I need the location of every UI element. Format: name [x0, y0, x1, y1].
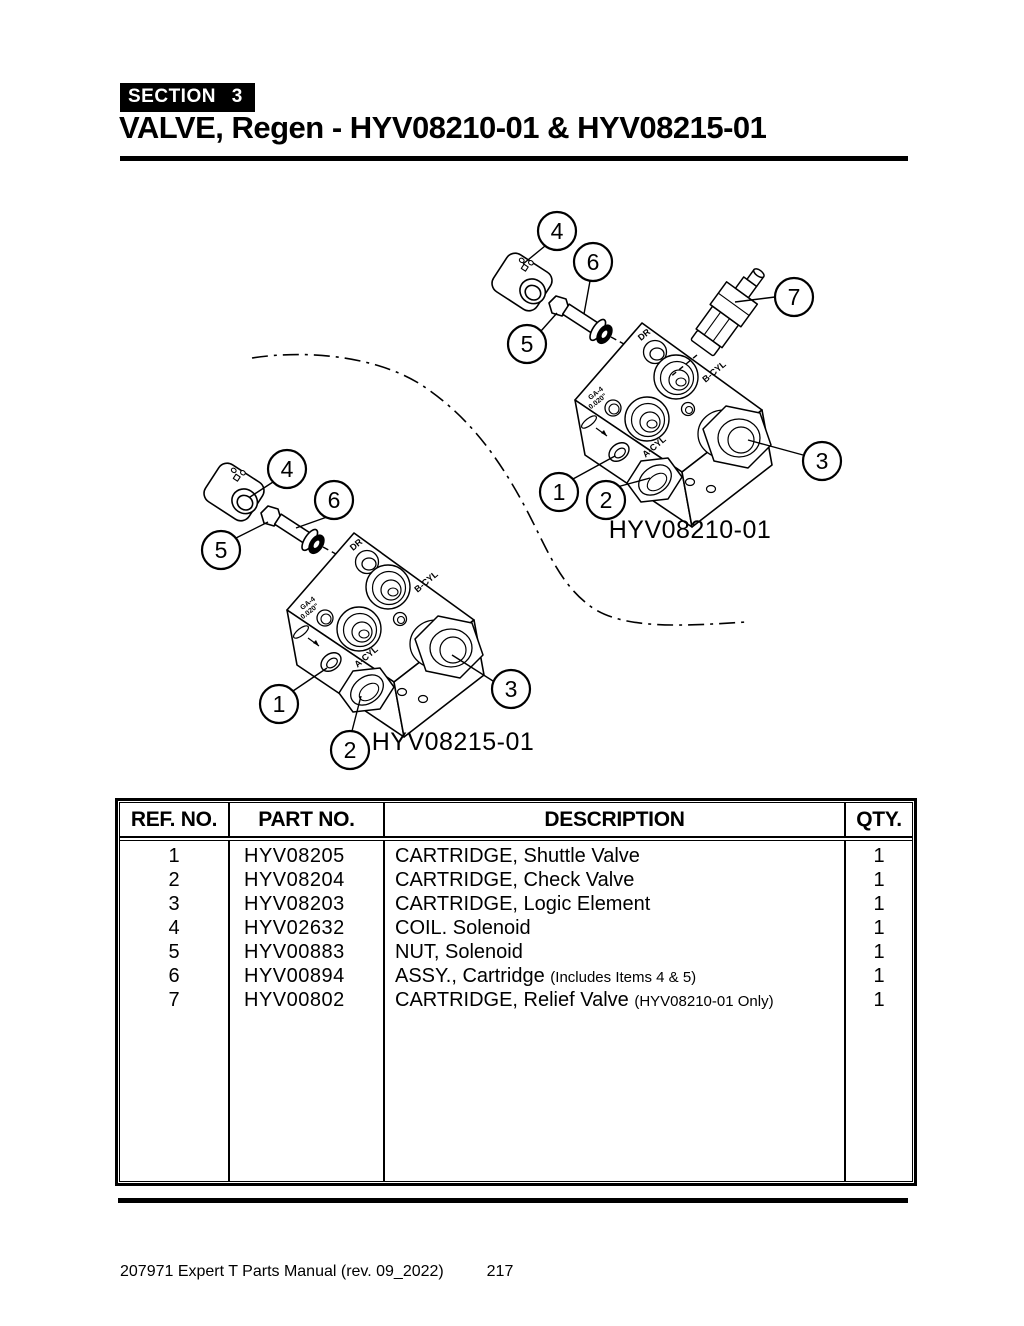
svg-text:1: 1 — [273, 691, 286, 717]
callout-1-upper: 1 — [538, 455, 616, 513]
description-cell: CARTRIDGE, Relief Valve (HYV08210-01 Onl… — [385, 988, 844, 1012]
ref-no-cell: 5 — [168, 941, 180, 963]
description-cell: ASSY., Cartridge (Includes Items 4 & 5) — [385, 964, 844, 988]
callout-2-lower: 2 — [329, 695, 371, 771]
description-text: ASSY., Cartridge — [395, 965, 545, 987]
callout-4-lower: 4 — [249, 448, 308, 498]
footer-page-number: 217 — [486, 1263, 514, 1280]
callout-5-lower: 5 — [200, 521, 269, 571]
part-no-cell: HYV00894 — [244, 965, 345, 987]
ref-no-cell: 7 — [168, 989, 180, 1011]
callout-6-lower: 6 — [295, 479, 355, 529]
qty-cell: 1 — [873, 845, 885, 867]
svg-text:6: 6 — [328, 487, 341, 513]
header-qty: QTY. — [856, 807, 902, 831]
description-note: (Includes Items 4 & 5) — [550, 969, 697, 986]
parts-table-inner: REF. NO. PART NO. DESCRIPTION QTY. 1 2 3… — [119, 802, 913, 1182]
column-ref-no: 1 2 3 4 5 6 7 — [120, 841, 230, 1181]
description-note: (HYV08210-01 Only) — [634, 993, 774, 1010]
header-ref-no: REF. NO. — [120, 803, 230, 836]
ref-no-cell: 3 — [168, 893, 180, 915]
qty-cell: 1 — [873, 893, 885, 915]
callout-6-upper: 6 — [572, 241, 614, 315]
svg-text:4: 4 — [551, 218, 564, 244]
callout-2-upper: 2 — [585, 477, 651, 521]
qty-cell: 1 — [873, 917, 885, 939]
part-no-cell: HYV08203 — [244, 893, 345, 915]
qty-cell: 1 — [873, 869, 885, 891]
svg-text:2: 2 — [344, 737, 357, 763]
description-text: CARTRIDGE, Relief Valve — [395, 989, 629, 1011]
ref-no-cell: 1 — [168, 845, 180, 867]
header-description: DESCRIPTION — [385, 803, 846, 836]
part-no-cell: HYV08204 — [244, 869, 345, 891]
assembly-label-upper: HYV08210-01 — [609, 516, 772, 544]
ref-no-cell: 2 — [168, 869, 180, 891]
svg-text:3: 3 — [816, 448, 829, 474]
qty-cell: 1 — [873, 965, 885, 987]
description-cell: NUT, Solenoid — [385, 940, 844, 964]
svg-text:3: 3 — [505, 676, 518, 702]
description-text: CARTRIDGE, Check Valve — [395, 869, 635, 891]
svg-text:2: 2 — [600, 487, 613, 513]
callout-4-upper: 4 — [522, 210, 578, 265]
part-no-cell: HYV08205 — [244, 845, 345, 867]
description-text: COIL. Solenoid — [395, 917, 531, 939]
divider-curve — [251, 353, 747, 626]
description-cell: COIL. Solenoid — [385, 916, 844, 940]
description-cell: CARTRIDGE, Check Valve — [385, 868, 844, 892]
table-body: 1 2 3 4 5 6 7 HYV08205 HYV08204 HYV08203… — [120, 840, 912, 1181]
footer-manual-info: 207971 Expert T Parts Manual (rev. 09_20… — [120, 1263, 444, 1280]
svg-text:4: 4 — [281, 456, 294, 482]
description-text: NUT, Solenoid — [395, 941, 523, 963]
qty-cell: 1 — [873, 989, 885, 1011]
column-qty: 1 1 1 1 1 1 1 — [846, 841, 912, 1181]
svg-text:6: 6 — [587, 249, 600, 275]
part-no-cell: HYV00883 — [244, 941, 345, 963]
assembly-label-lower: HYV08215-01 — [372, 728, 535, 756]
callout-1-lower: 1 — [258, 667, 328, 725]
callout-7-upper: 7 — [734, 276, 815, 318]
callout-3-upper: 3 — [747, 439, 843, 482]
table-header-row: REF. NO. PART NO. DESCRIPTION QTY. — [120, 803, 912, 838]
callout-3-lower: 3 — [451, 654, 532, 710]
header-part-no: PART NO. — [230, 803, 385, 836]
qty-cell: 1 — [873, 941, 885, 963]
svg-text:1: 1 — [553, 479, 566, 505]
column-description: CARTRIDGE, Shuttle Valve CARTRIDGE, Chec… — [385, 841, 846, 1181]
description-cell: CARTRIDGE, Logic Element — [385, 892, 844, 916]
parts-table: REF. NO. PART NO. DESCRIPTION QTY. 1 2 3… — [115, 798, 917, 1186]
page-title: VALVE, Regen - HYV08210-01 & HYV08215-01 — [119, 110, 767, 145]
column-part-no: HYV08205 HYV08204 HYV08203 HYV02632 HYV0… — [230, 841, 385, 1181]
relief-valve-assembly-line — [668, 354, 698, 379]
description-text: CARTRIDGE, Shuttle Valve — [395, 845, 640, 867]
relief-valve-cartridge — [690, 268, 765, 357]
svg-text:7: 7 — [788, 284, 801, 310]
ref-no-cell: 6 — [168, 965, 180, 987]
svg-text:5: 5 — [215, 537, 228, 563]
description-text: CARTRIDGE, Logic Element — [395, 893, 651, 915]
callout-5-upper: 5 — [506, 312, 558, 365]
part-no-cell: HYV00802 — [244, 989, 345, 1011]
title-rule — [120, 156, 908, 161]
description-cell: CARTRIDGE, Shuttle Valve — [385, 844, 844, 868]
ref-no-cell: 4 — [168, 917, 180, 939]
bottom-rule — [118, 1198, 908, 1203]
svg-text:5: 5 — [521, 331, 534, 357]
part-no-cell: HYV02632 — [244, 917, 345, 939]
section-badge: SECTION 3 — [120, 83, 255, 112]
